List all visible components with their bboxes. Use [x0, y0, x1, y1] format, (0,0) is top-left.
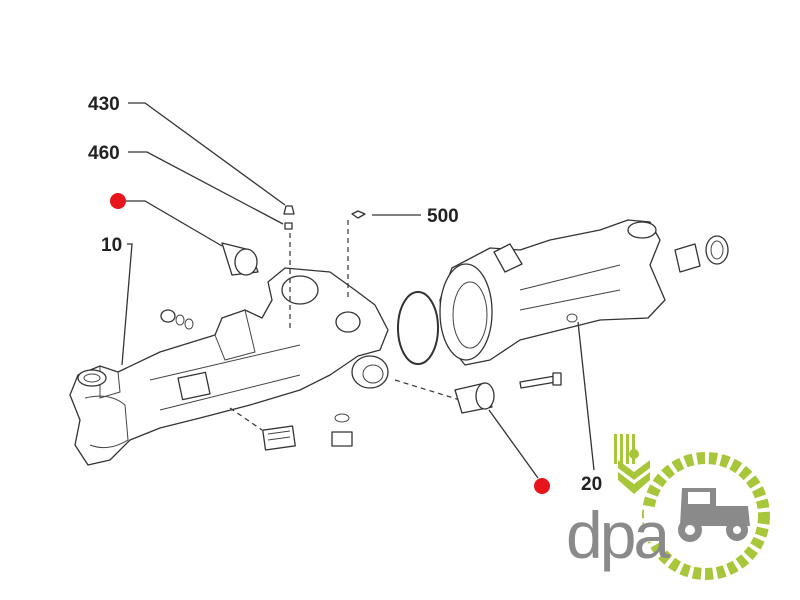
grease-nipple[interactable]: [283, 205, 295, 230]
tractor-icon: [678, 488, 750, 542]
callout-500[interactable]: 500: [427, 206, 459, 227]
callout-10[interactable]: 10: [101, 235, 122, 256]
leader-460: [128, 151, 284, 225]
bolt[interactable]: [519, 372, 562, 389]
leader-10: [121, 243, 133, 366]
nameplate[interactable]: [262, 425, 296, 451]
callout-430[interactable]: 430: [88, 94, 120, 115]
leader-20: [577, 321, 595, 471]
leader-marker-2: [488, 409, 539, 479]
bushings-right[interactable]: [674, 235, 729, 273]
o-ring[interactable]: [397, 291, 439, 365]
leader-marker-1: [125, 200, 223, 247]
callout-20[interactable]: 20: [581, 474, 602, 495]
plug-and-orings[interactable]: [160, 309, 194, 330]
axle-housing-left[interactable]: [69, 267, 389, 466]
marker-dot-2[interactable]: [534, 478, 550, 494]
marker-dot-1[interactable]: [110, 193, 126, 209]
leader-430: [128, 102, 286, 206]
dpa-logo: dpa: [566, 434, 770, 580]
drain-plug[interactable]: [331, 413, 353, 447]
breather-500[interactable]: [351, 210, 366, 219]
wheat-icon: [614, 434, 650, 494]
logo-text: dpa: [566, 498, 670, 572]
callout-460[interactable]: 460: [88, 143, 120, 164]
bushing-lower[interactable]: [454, 382, 495, 414]
axle-housing-right[interactable]: [439, 219, 666, 366]
bushing-upper[interactable]: [221, 242, 259, 276]
